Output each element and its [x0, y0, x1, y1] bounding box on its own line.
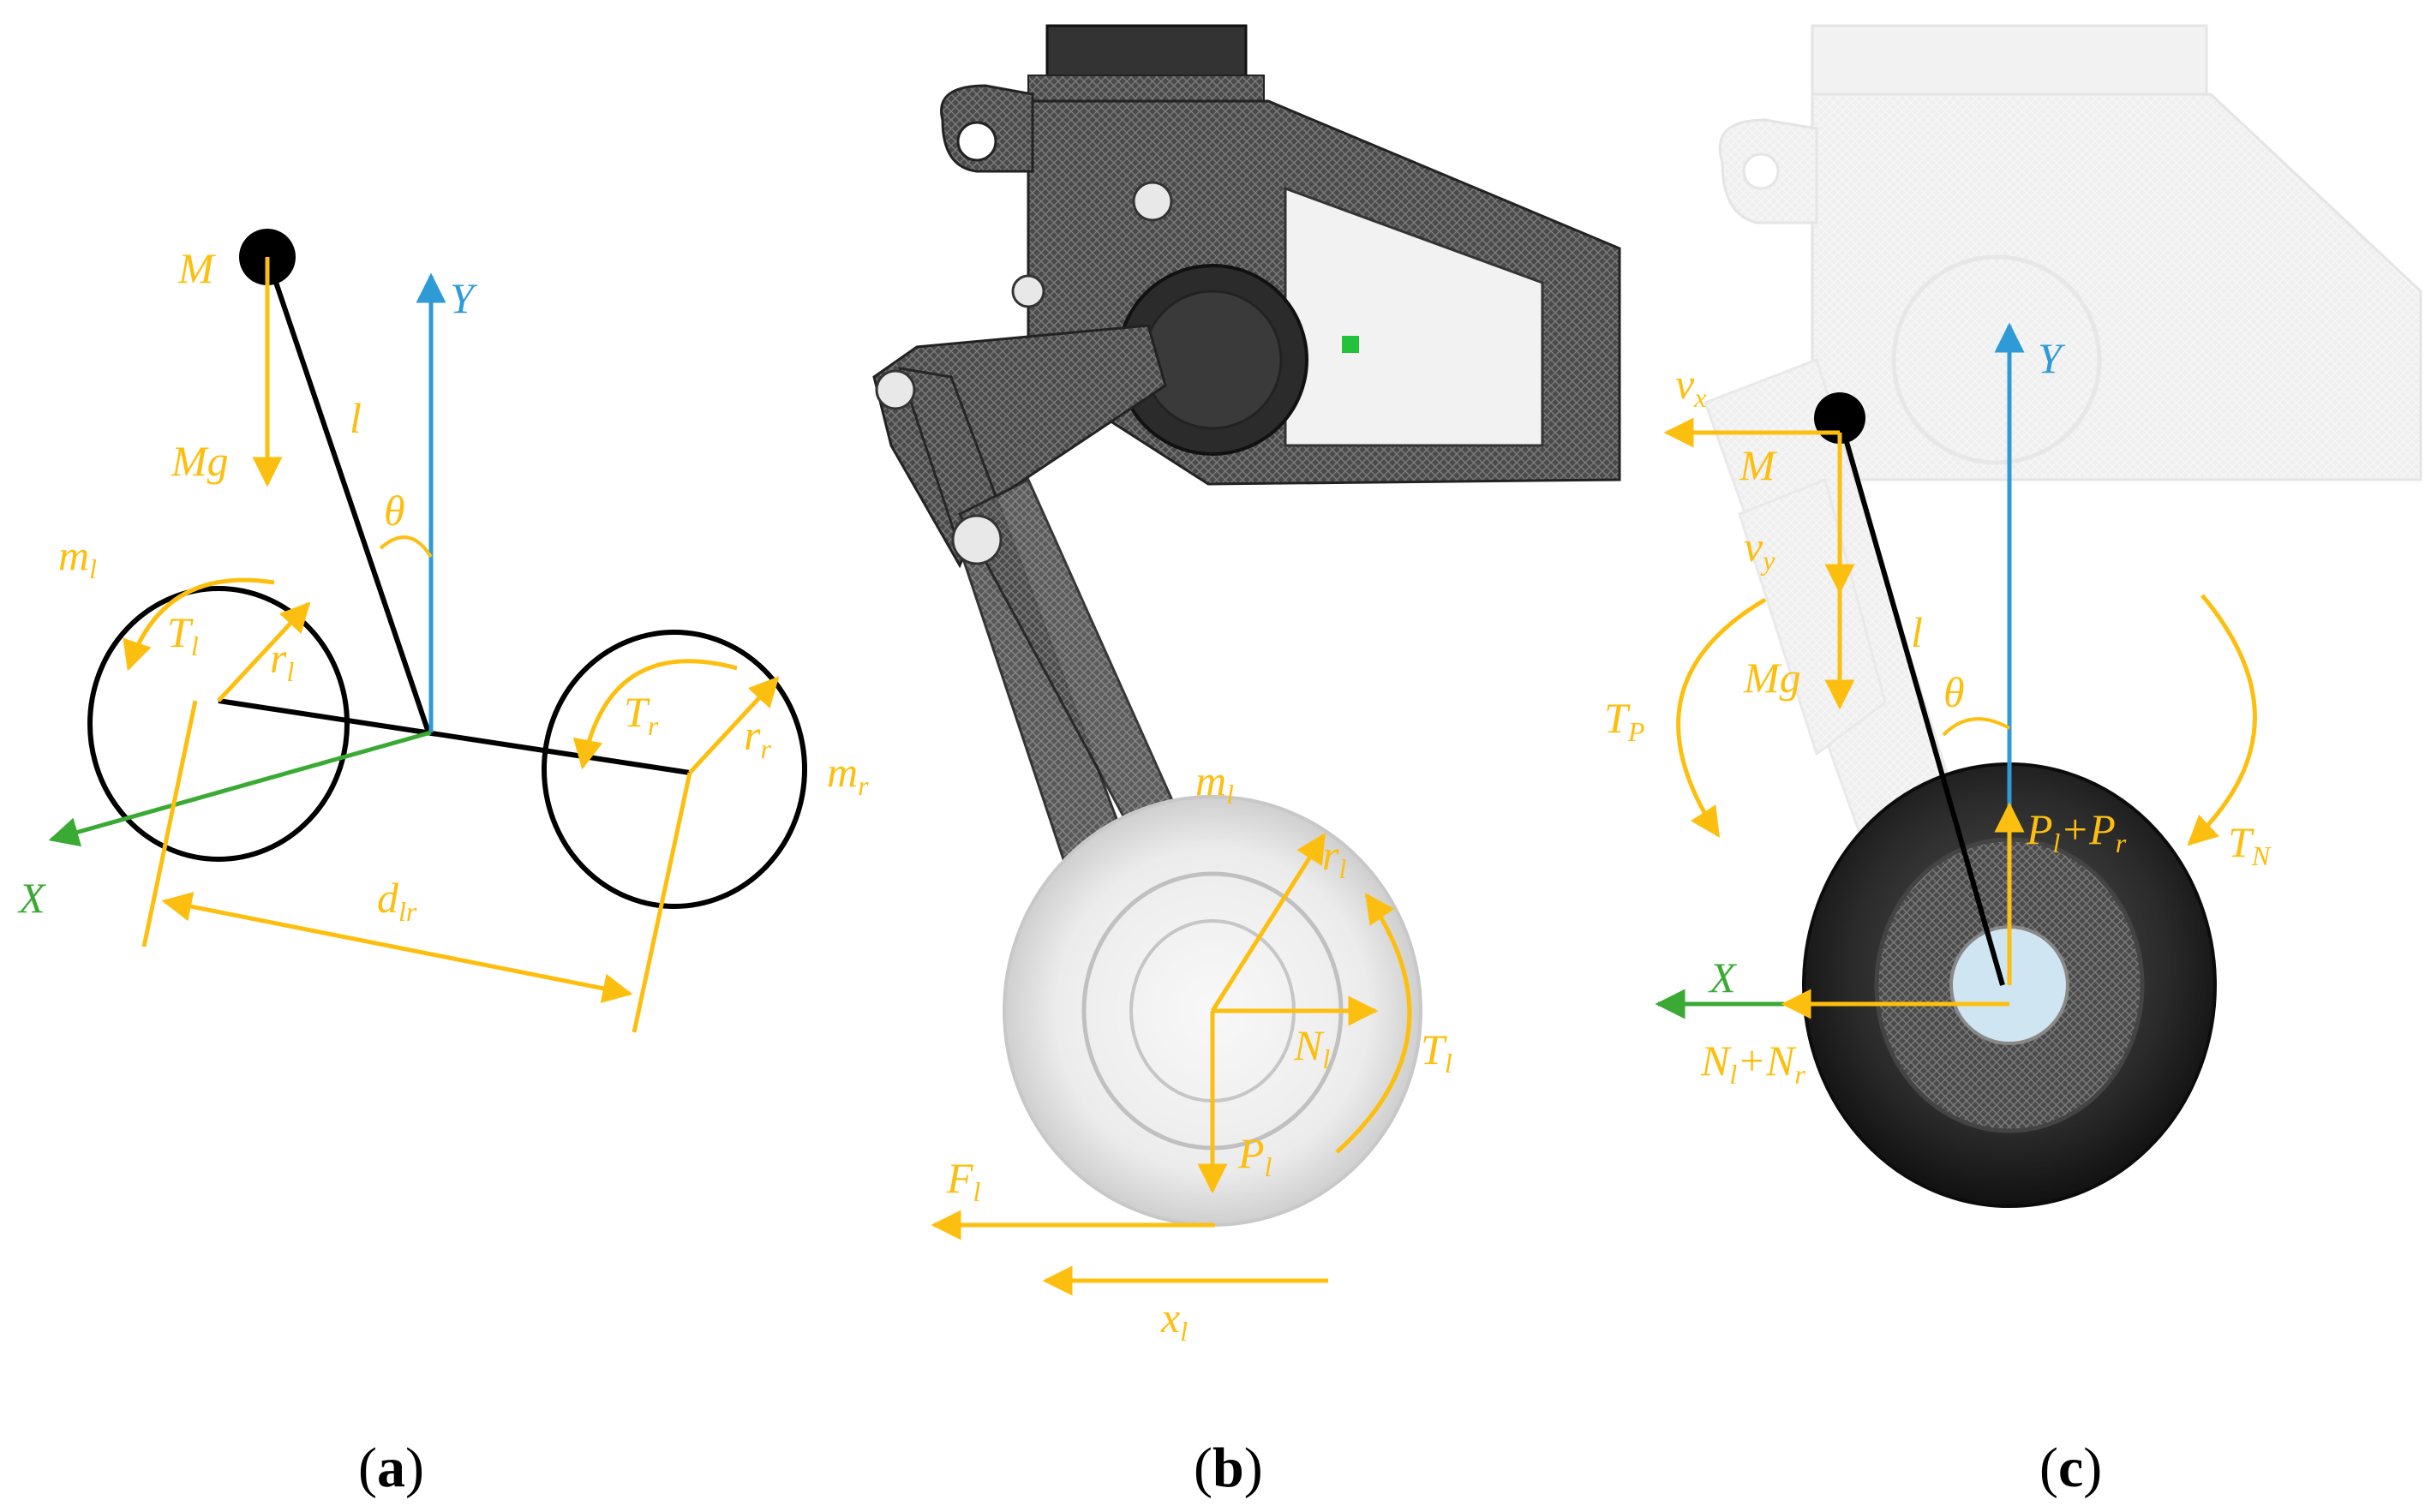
label-F-l-b: Fl — [946, 1154, 981, 1207]
panel-c: Y X M Mg l θ vx vy TP TN Pl+Pr Nl+Nr (c) — [1604, 24, 2422, 1499]
panel-a: M Mg l θ Y X ml Tl rl Tr rr mr dlr (a) — [17, 229, 869, 1499]
dim-ext-right — [632, 772, 692, 1033]
robot-frame-faded — [1703, 24, 2422, 867]
label-T-l: Tl — [167, 608, 199, 661]
label-M-c: M — [1739, 441, 1777, 489]
T-P-arrow — [1676, 597, 1767, 838]
label-d-lr: dlr — [377, 874, 417, 927]
battery-box — [1045, 24, 1248, 79]
label-X-c: X — [1708, 953, 1738, 1001]
faded-motor — [1891, 254, 2102, 465]
faded-battery — [1811, 24, 2208, 96]
joint-4 — [1011, 274, 1045, 308]
r-l-arrow-b — [1210, 833, 1326, 1013]
label-N-sum: Nl+Nr — [1700, 1037, 1805, 1090]
label-T-N: TN — [2228, 818, 2272, 871]
label-r-l-b: rl — [1322, 831, 1346, 884]
robot-frame — [872, 24, 1621, 991]
label-m-l-b: ml — [1195, 756, 1234, 810]
label-P-l-b: Pl — [1237, 1129, 1272, 1182]
dim-ext-left — [141, 700, 198, 947]
label-P-sum: Pl+Pr — [2026, 805, 2127, 858]
pendulum-rod — [265, 256, 431, 733]
torque-right-arrow — [572, 659, 738, 770]
x-axis-arrow — [48, 730, 432, 847]
joint-1 — [875, 369, 916, 410]
panel-b: ml rl Nl Tl Pl Fl xl (b) — [872, 24, 1621, 1499]
status-led — [1342, 336, 1359, 353]
label-T-l-b: Tl — [1421, 1025, 1452, 1079]
label-Mg-c: Mg — [1743, 654, 1801, 702]
right-wheel — [542, 630, 807, 909]
dim-lr-arrow — [161, 891, 633, 1004]
label-M: M — [177, 244, 216, 292]
label-x-l-b: xl — [1160, 1294, 1188, 1347]
T-l-arrow-b — [1335, 893, 1412, 1154]
label-Y: Y — [450, 274, 478, 322]
joint-3 — [1132, 181, 1173, 222]
label-theta-c: θ — [1943, 668, 1965, 716]
radius-right-arrow — [688, 676, 780, 774]
faded-lug-hole — [1742, 152, 1780, 190]
hip-motor-inner — [1142, 290, 1283, 430]
caption-c: (c) — [2039, 1437, 2102, 1499]
axle-line — [218, 698, 691, 775]
label-v-y: vy — [1744, 523, 1775, 576]
caption-a: (a) — [358, 1437, 424, 1499]
faded-chassis — [1811, 93, 2422, 481]
radius-left-arrow — [217, 601, 311, 702]
label-r-r: rr — [744, 711, 771, 764]
label-m-r: mr — [827, 748, 869, 801]
lug-hole — [956, 121, 997, 162]
T-N-arrow — [2187, 594, 2257, 846]
pendulum-rod-c — [1837, 417, 2005, 986]
label-r-l: rl — [270, 634, 294, 687]
label-l-c: l — [1911, 608, 1923, 656]
label-T-P: TP — [1604, 694, 1644, 747]
joint-2 — [951, 514, 1003, 565]
theta-arc — [379, 535, 433, 559]
theta-arc-c — [1942, 717, 2010, 737]
torque-left-arrow — [123, 577, 275, 672]
label-T-r: Tr — [624, 688, 659, 741]
label-N-l-b: Nl — [1293, 1021, 1330, 1074]
label-theta: θ — [384, 487, 405, 535]
label-Y-c: Y — [2038, 334, 2066, 382]
label-m-l: ml — [58, 531, 97, 584]
caption-b: (b) — [1194, 1437, 1263, 1499]
label-Mg: Mg — [171, 437, 229, 485]
label-X: X — [17, 874, 47, 922]
top-plate — [1027, 75, 1265, 102]
label-v-x: vx — [1675, 360, 1706, 413]
label-l: l — [350, 394, 362, 442]
left-wheel — [87, 586, 350, 862]
